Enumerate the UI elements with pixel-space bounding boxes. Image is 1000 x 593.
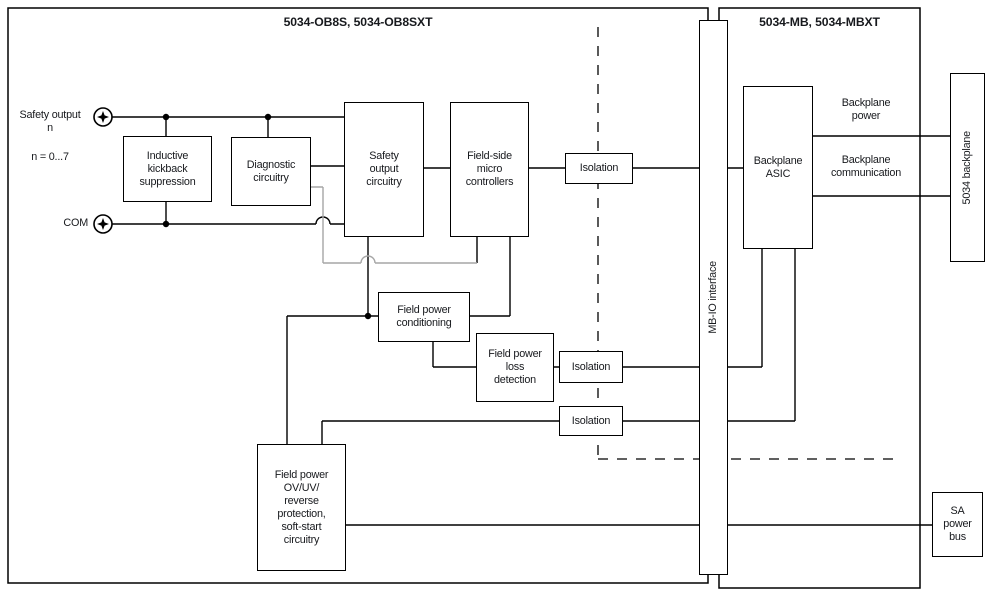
mb-io-interface-label: MB-IO interface	[707, 261, 719, 334]
block-field-power-protection: Field power OV/UV/ reverse protection, s…	[257, 444, 346, 571]
wire-diagnostic-sense-gray	[311, 186, 477, 264]
junction-dot	[364, 312, 372, 320]
block-mb-io-interface: MB-IO interface	[699, 20, 728, 575]
block-inductive-kickback-suppression: Inductive kickback suppression	[123, 136, 212, 202]
backplane-communication-label: Backplane communication	[830, 154, 901, 179]
block-sa-power-bus: SA power bus	[932, 492, 983, 557]
left-section-title: 5034-OB8S, 5034-OB8SXT	[283, 15, 433, 29]
isolation-barrier-dashed-line	[597, 27, 900, 460]
terminal-screw-icon	[93, 107, 113, 127]
block-5034-backplane: 5034 backplane	[950, 73, 985, 262]
safety-output-range-label: n = 0...7	[31, 151, 69, 163]
block-backplane-asic: Backplane ASIC	[743, 86, 813, 249]
wire-protection-isolation-asic	[321, 249, 796, 444]
terminal-screw-icon	[93, 214, 113, 234]
junction-dot	[162, 113, 170, 121]
com-terminal-label: COM	[63, 217, 88, 229]
safety-output-terminal-label: Safety output n	[19, 109, 81, 134]
block-field-power-conditioning: Field power conditioning	[378, 292, 470, 342]
backplane-power-label: Backplane power	[841, 97, 891, 122]
wire-conditioning-to-micro	[470, 237, 511, 317]
wire-loss-isolation-asic	[553, 249, 763, 368]
block-isolation-2: Isolation	[559, 351, 623, 383]
wire-conditioning-to-loss	[432, 342, 476, 368]
block-isolation-1: Isolation	[565, 153, 633, 184]
wire-taps-to-blocks	[165, 117, 269, 137]
block-field-power-loss-detection: Field power loss detection	[476, 333, 554, 402]
block-field-side-micro-controllers: Field-side micro controllers	[450, 102, 529, 237]
backplane-5034-label: 5034 backplane	[961, 130, 973, 205]
junction-dot	[162, 220, 170, 228]
block-safety-output-circuitry: Safety output circuitry	[344, 102, 424, 237]
junction-dot	[264, 113, 272, 121]
wire-com-with-hop	[112, 216, 344, 225]
wire-safety-to-protection	[286, 237, 378, 444]
block-diagnostic-circuitry: Diagnostic circuitry	[231, 137, 311, 206]
left-section-border	[7, 7, 709, 584]
right-section-title: 5034-MB, 5034-MBXT	[759, 15, 880, 29]
block-isolation-3: Isolation	[559, 406, 623, 436]
